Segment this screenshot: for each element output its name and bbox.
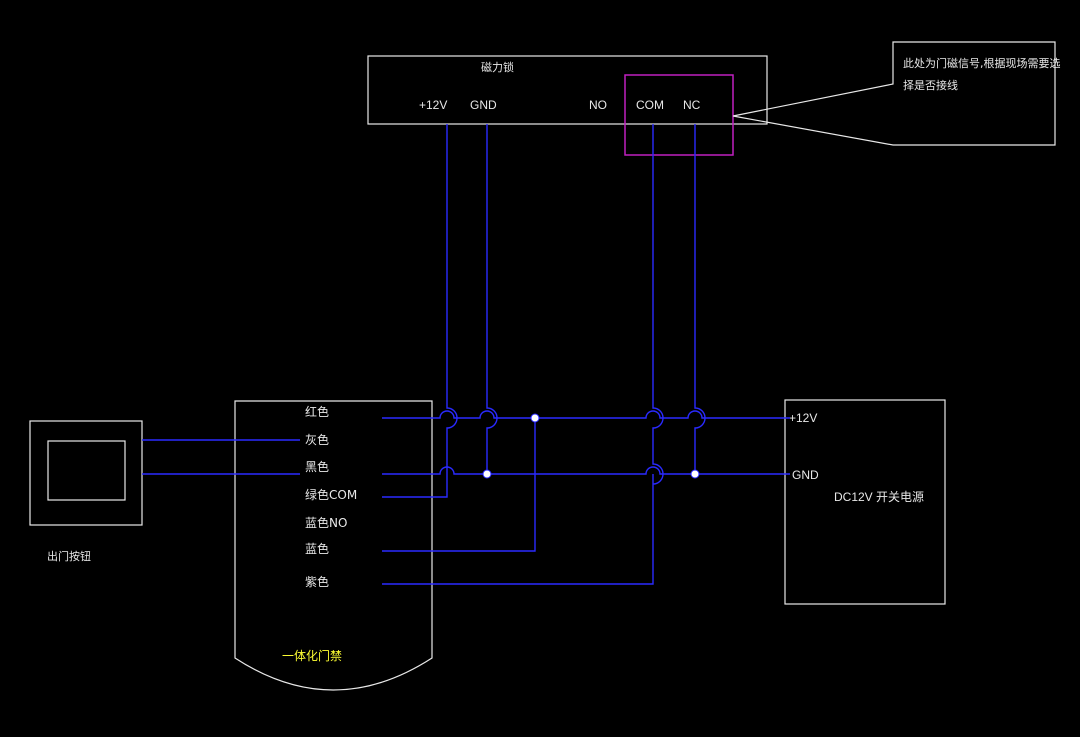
wire-green-com-label: 绿色COM — [305, 487, 357, 502]
wire-blue — [382, 418, 536, 552]
wire-red-label: 红色 — [305, 404, 329, 419]
lock-terminal-com: COM — [636, 98, 664, 112]
junctions — [482, 413, 700, 479]
note-line-1: 此处为门磁信号,根据现场需要选 — [903, 56, 1061, 70]
exit-button: 出门按钮 — [29, 420, 143, 563]
wire-gnd-bus — [382, 466, 790, 475]
wire-lock-gnd — [486, 124, 498, 474]
wire-lock-com — [652, 124, 664, 485]
power-plus-label: +12V — [789, 411, 817, 425]
lock-terminal-gnd: GND — [470, 98, 497, 112]
note-line-2: 择是否接线 — [903, 78, 958, 92]
wire-lock-nc — [694, 124, 706, 474]
callout-note: 此处为门磁信号,根据现场需要选 择是否接线 — [732, 41, 1061, 146]
controller-body — [234, 400, 433, 691]
wire-blue-no-label: 蓝色NO — [305, 516, 347, 530]
junction-dot — [530, 413, 540, 423]
controller-name: 一体化门禁 — [282, 648, 342, 663]
wire-black-label: 黑色 — [305, 460, 329, 474]
wire-blue-label: 蓝色 — [305, 542, 329, 556]
wire-lock-12v — [446, 124, 458, 474]
lock-box — [367, 55, 768, 125]
wire-green-com — [382, 474, 448, 498]
wire-purple — [382, 474, 654, 585]
power-supply-box — [784, 399, 946, 605]
lock-terminal-nc: NC — [683, 98, 701, 112]
lock-terminal-12v: +12V — [419, 98, 447, 112]
exit-button-label: 出门按钮 — [47, 549, 91, 563]
magnetic-lock: 磁力锁 +12V GND NO COM NC — [367, 55, 768, 156]
junction-dot — [482, 469, 492, 479]
access-controller: 红色 灰色 黑色 绿色COM 蓝色NO 蓝色 紫色 一体化门禁 — [234, 400, 433, 691]
wire-gray-label: 灰色 — [305, 433, 329, 447]
exit-button-outer — [29, 420, 143, 526]
lock-title: 磁力锁 — [481, 60, 514, 74]
junction-dot — [690, 469, 700, 479]
wire-red-bus — [382, 410, 790, 419]
power-gnd-label: GND — [792, 468, 819, 482]
lock-terminal-no: NO — [589, 98, 607, 112]
exit-button-inner — [47, 440, 126, 501]
power-supply-name: DC12V 开关电源 — [834, 490, 924, 504]
wire-purple-label: 紫色 — [305, 575, 329, 589]
wiring — [142, 124, 790, 585]
power-supply: +12V GND DC12V 开关电源 — [784, 399, 946, 605]
callout-box — [732, 41, 1056, 146]
door-sensor-highlight — [624, 74, 734, 156]
